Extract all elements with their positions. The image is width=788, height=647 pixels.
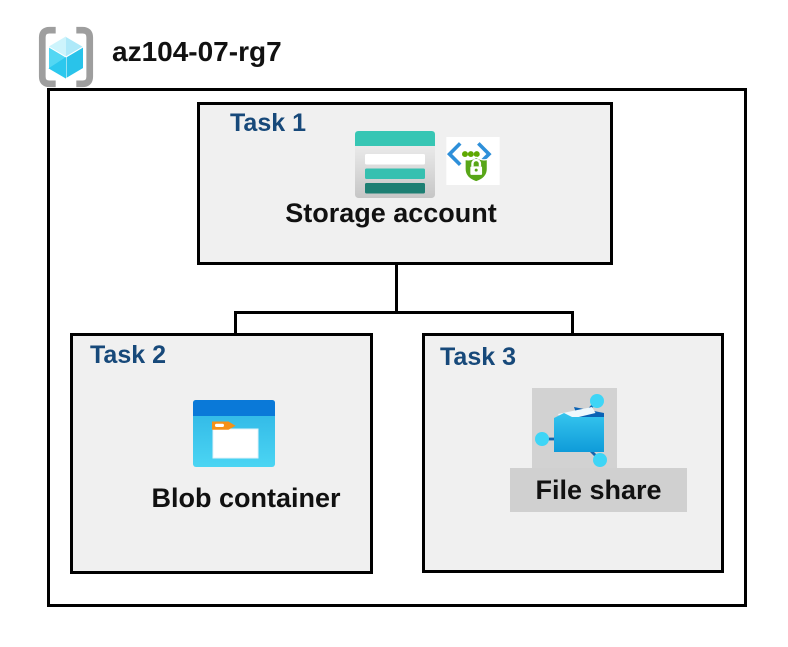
connector-branch (234, 311, 574, 314)
resource-group-name: az104-07-rg7 (112, 36, 282, 67)
task3-label: Task 3 (440, 343, 516, 371)
task2-label: Task 2 (90, 341, 166, 369)
task1-label: Task 1 (230, 109, 306, 137)
file-share-icon (532, 388, 617, 468)
storage-account-label: Storage account (285, 198, 497, 228)
resource-group-icon (38, 26, 94, 88)
blob-container-icon (193, 400, 275, 467)
connector-stem (395, 229, 398, 313)
storage-account-icon (355, 131, 435, 198)
file-share-label-band: File share (510, 468, 687, 512)
sas-shield-lock-icon (446, 137, 500, 185)
file-share-label: File share (535, 474, 662, 505)
blob-container-label: Blob container (151, 483, 341, 513)
